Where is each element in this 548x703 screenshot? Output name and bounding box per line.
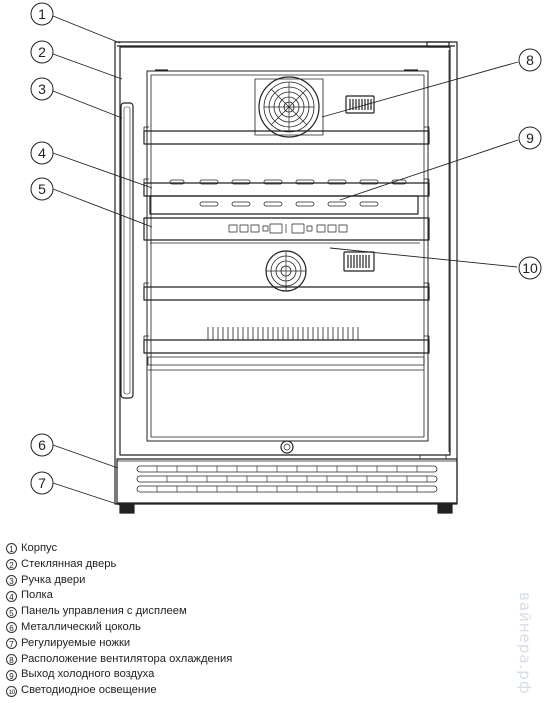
legend-item: 6 Металлический цоколь (6, 620, 406, 636)
callout-2: 2 (30, 40, 54, 64)
lower-fan (265, 250, 307, 292)
legend-label: Стеклянная дверь (21, 557, 117, 570)
callout-number: 9 (526, 130, 534, 146)
callout-number: 3 (38, 81, 46, 97)
cabinet-body (114, 41, 458, 505)
legend: 1 Корпус 2 Стеклянная дверь 3 Ручка двери 4… (6, 541, 406, 699)
control-panel (143, 217, 430, 244)
legend-label: Светодиодное освещение (21, 684, 157, 697)
legend-number: 4 (6, 590, 17, 602)
callout-8: 8 (518, 48, 542, 72)
legend-number: 10 (6, 685, 17, 697)
door-handle (120, 102, 134, 399)
upper-sensor (345, 95, 375, 114)
legend-item: 2 Стеклянная дверь (6, 557, 406, 573)
callout-number: 6 (38, 437, 46, 453)
legend-number: 2 (6, 559, 17, 571)
legend-label: Полка (21, 589, 53, 602)
callout-circle (518, 48, 542, 72)
callout-9: 9 (518, 126, 542, 150)
legend-item: 1 Корпус (6, 541, 406, 557)
shelf-1 (143, 130, 430, 145)
metal-base (116, 458, 458, 504)
callout-circle (30, 177, 54, 201)
callout-circle (30, 141, 54, 165)
callout-10: 10 (518, 256, 542, 280)
callout-circle (518, 126, 542, 150)
callout-number: 2 (38, 44, 46, 60)
callout-circle (518, 256, 542, 280)
cold-air-outlet (149, 195, 419, 215)
legend-item: 10 Светодиодное освещение (6, 683, 406, 699)
wine-cooler-diagram: 1 2 3 4 5 6 7 8 9 10 (30, 2, 542, 514)
legend-label: Регулируемые ножки (21, 636, 131, 649)
legend-item: 7 Регулируемые ножки (6, 636, 406, 652)
legend-number: 1 (6, 543, 17, 555)
legend-label: Выход холодного воздуха (21, 668, 155, 681)
callout-1: 1 (30, 2, 54, 26)
legend-number: 5 (6, 606, 17, 618)
legend-label: Корпус (21, 542, 58, 554)
callout-circle (30, 433, 54, 457)
legend-number: 9 (6, 669, 17, 681)
adjustable-feet (119, 503, 453, 514)
watermark-text: вайнера.рф (516, 592, 534, 695)
legend-label: Расположение вентилятора охлаждения (21, 652, 233, 665)
legend-label: Металлический цоколь (21, 620, 141, 633)
legend-number: 7 (6, 638, 17, 650)
legend-item: 9 Выход холодного воздуха (6, 667, 406, 683)
callout-circle (30, 471, 54, 495)
callout-number: 5 (38, 181, 46, 197)
shelf-4 (143, 339, 430, 354)
upper-fan (254, 76, 324, 138)
lower-sensor (343, 251, 375, 272)
callout-5: 5 (30, 177, 54, 201)
legend-item: 8 Расположение вентилятора охлаждения (6, 652, 406, 668)
shelf-3 (143, 286, 430, 301)
callout-number: 10 (522, 260, 538, 276)
legend-label: Ручка двери (21, 573, 86, 586)
legend-item: 5 Панель управления с дисплеем (6, 604, 406, 620)
legend-item: 3 Ручка двери (6, 573, 406, 589)
callout-circle (30, 2, 54, 26)
legend-number: 3 (6, 574, 17, 586)
legend-label: Панель управления с дисплеем (21, 605, 187, 618)
lock-icon (280, 440, 294, 454)
callout-number: 8 (526, 52, 534, 68)
callout-3: 3 (30, 77, 54, 101)
shelf-2 (143, 182, 430, 197)
callout-number: 4 (38, 145, 46, 161)
callout-4: 4 (30, 141, 54, 165)
legend-item: 4 Полка (6, 588, 406, 604)
callout-number: 1 (38, 6, 46, 22)
callout-number: 7 (38, 475, 46, 491)
lower-vent (207, 327, 359, 340)
legend-number: 6 (6, 622, 17, 634)
legend-number: 8 (6, 653, 17, 665)
callout-7: 7 (30, 471, 54, 495)
callout-circle (30, 40, 54, 64)
glass-door (119, 46, 451, 456)
callout-circle (30, 77, 54, 101)
callout-6: 6 (30, 433, 54, 457)
